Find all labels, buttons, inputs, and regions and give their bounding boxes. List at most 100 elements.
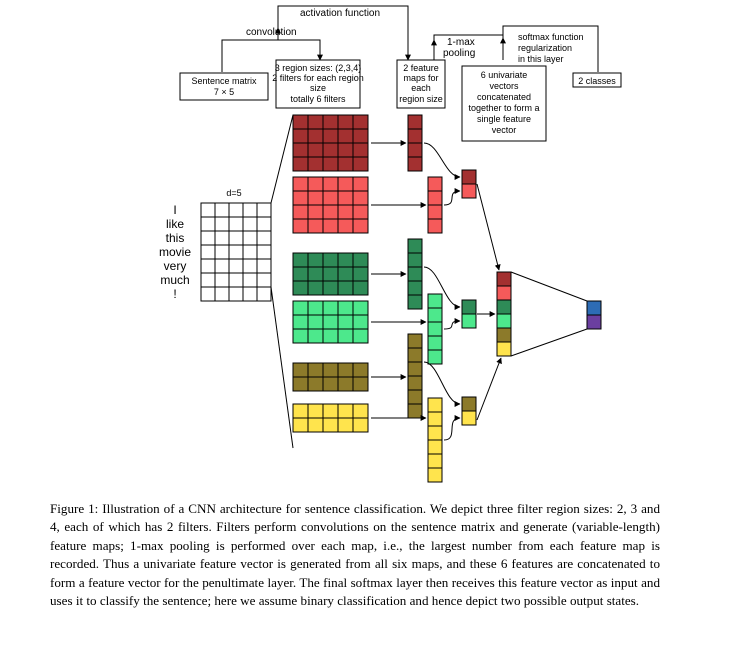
- feature-map-3-cell: [407, 280, 423, 296]
- sentence-matrix-cell: [228, 244, 244, 260]
- feature-map-4-cell: [427, 307, 443, 323]
- filter-1-cell: [337, 142, 354, 158]
- sentence-matrix-cell: [256, 202, 272, 218]
- sentence-matrix-cell: [228, 202, 244, 218]
- filter-5-cell: [322, 376, 339, 392]
- word-2: like: [166, 217, 184, 231]
- sentence-matrix-cell: [228, 216, 244, 232]
- feature-map-6-cell: [427, 453, 443, 469]
- filter-2-cell: [352, 176, 369, 192]
- concat-arrow-1: [476, 183, 501, 271]
- sentence-matrix-cell: [214, 244, 230, 260]
- filter-1-cell: [352, 142, 369, 158]
- filter-4-cell: [292, 328, 309, 344]
- filter-2-cell: [292, 218, 309, 234]
- concat-cell-2: [496, 285, 512, 301]
- sentence-matrix-cell: [200, 244, 216, 260]
- feature-map-4-cell: [427, 335, 443, 351]
- fan-line-2: [270, 286, 294, 449]
- filter-6-cell: [322, 403, 339, 419]
- feature-map-5-cell: [407, 389, 423, 405]
- softmax-label-3: in this layer: [518, 54, 564, 64]
- word-6: much: [160, 273, 189, 287]
- softmax-label-2: regularization: [518, 43, 572, 53]
- sentence-matrix-cell: [242, 258, 258, 274]
- filter-4-cell: [322, 328, 339, 344]
- filter-1-cell: [292, 128, 309, 144]
- filter-3-cell: [352, 252, 369, 268]
- feature-map-3-cell: [407, 266, 423, 282]
- word-1: I: [173, 203, 176, 217]
- filter-5-cell: [307, 362, 324, 378]
- filter-6-cell: [322, 417, 339, 433]
- feature-maps-box: [396, 59, 446, 109]
- dimension-label: d=5: [226, 188, 241, 198]
- feature-map-4-cell: [427, 293, 443, 309]
- feature-map-2-cell: [427, 176, 443, 192]
- pooled-cell-5: [461, 396, 477, 412]
- concat-arrow-3: [476, 357, 502, 421]
- feature-map-6-cell: [427, 439, 443, 455]
- pooled-cell-2: [461, 183, 477, 199]
- filter-3-cell: [292, 280, 309, 296]
- filter-5-cell: [337, 376, 354, 392]
- filter-6-cell: [352, 417, 369, 433]
- feature-map-2-cell: [427, 218, 443, 234]
- activation-function-label: activation function: [300, 8, 380, 19]
- filter-1-cell: [292, 142, 309, 158]
- filter-3-cell: [352, 280, 369, 296]
- feature-map-1-cell: [407, 156, 423, 172]
- word-4: movie: [159, 245, 191, 259]
- filter-5-cell: [322, 362, 339, 378]
- concat-cell-4: [496, 313, 512, 329]
- filter-3-cell: [292, 266, 309, 282]
- sentence-matrix-cell: [228, 230, 244, 246]
- filter-4-cell: [337, 300, 354, 316]
- filter-4-cell: [352, 328, 369, 344]
- feature-map-5-cell: [407, 403, 423, 419]
- classes-label: 2 classes: [578, 76, 616, 86]
- univariate-label-6: vector: [492, 125, 517, 135]
- filter-6-cell: [292, 417, 309, 433]
- feature-maps-label-3: each: [411, 83, 431, 93]
- feature-map-5-cell: [407, 375, 423, 391]
- filter-2-cell: [352, 204, 369, 220]
- filter-4-cell: [292, 300, 309, 316]
- sentence-matrix-cell: [214, 272, 230, 288]
- sentence-matrix-box: [179, 72, 269, 101]
- sentence-matrix-cell: [200, 202, 216, 218]
- feature-map-2-cell: [427, 204, 443, 220]
- filter-1-cell: [307, 142, 324, 158]
- region-sizes-box: [275, 59, 361, 109]
- filter-4-cell: [307, 328, 324, 344]
- sentence-matrix-cell: [242, 230, 258, 246]
- feature-map-4-cell: [427, 349, 443, 365]
- region-sizes-label-4: totally 6 filters: [290, 94, 346, 104]
- filter-5-cell: [307, 376, 324, 392]
- filter-2-cell: [322, 190, 339, 206]
- filter-1-cell: [307, 156, 324, 172]
- filter-2-cell: [352, 190, 369, 206]
- filter-3-cell: [307, 266, 324, 282]
- word-3: this: [166, 231, 185, 245]
- feature-map-4-cell: [427, 321, 443, 337]
- max-pooling-label-1: 1-max: [447, 37, 475, 48]
- feature-map-6-cell: [427, 425, 443, 441]
- filter-2-cell: [307, 204, 324, 220]
- filter-2-cell: [307, 176, 324, 192]
- filter-6-cell: [337, 417, 354, 433]
- feature-maps-label-4: region size: [399, 94, 443, 104]
- filter-2-cell: [322, 218, 339, 234]
- filter-1-cell: [337, 156, 354, 172]
- sentence-matrix-cell: [200, 272, 216, 288]
- filter-6-cell: [337, 403, 354, 419]
- feature-map-2-cell: [427, 190, 443, 206]
- filter-2-cell: [307, 218, 324, 234]
- filter-3-cell: [352, 266, 369, 282]
- filter-3-cell: [307, 252, 324, 268]
- sentence-matrix-cell: [214, 258, 230, 274]
- filter-2-cell: [292, 204, 309, 220]
- sentence-matrix-cell: [200, 216, 216, 232]
- sentence-matrix-label-1: Sentence matrix: [191, 76, 257, 86]
- filter-1-cell: [322, 142, 339, 158]
